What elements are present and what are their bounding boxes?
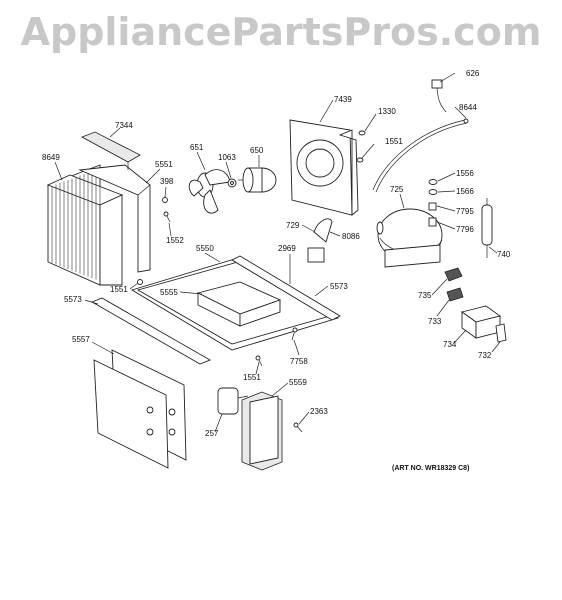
callouts: 626 8644 7439 1330 1551 7344 8649 5551 6… (42, 69, 511, 438)
grommet-7796[interactable] (428, 217, 437, 227)
fan-blade[interactable] (188, 169, 231, 214)
bracket-729[interactable] (313, 218, 333, 243)
callout-257: 257 (205, 429, 219, 438)
terminal-735[interactable] (444, 267, 463, 282)
clip-732[interactable] (495, 323, 507, 343)
leader-lines (54, 72, 501, 433)
callout-725: 725 (390, 185, 404, 194)
condenser-coil[interactable] (46, 164, 124, 286)
callout-398: 398 (160, 177, 174, 186)
front-panel[interactable] (93, 349, 187, 469)
callout-1551: 1551 (243, 373, 261, 382)
callout-5551: 5551 (155, 160, 173, 169)
callout-1551: 1551 (385, 137, 403, 146)
callout-2363: 2363 (310, 407, 328, 416)
screw-2363[interactable] (293, 422, 303, 433)
callout-1063: 1063 (218, 153, 236, 162)
grommet-1566[interactable] (428, 189, 438, 195)
overload-protector[interactable] (431, 79, 447, 113)
rail-right[interactable] (231, 255, 341, 321)
callout-626: 626 (466, 69, 480, 78)
insulation-panel[interactable] (241, 391, 283, 471)
callout-650: 650 (250, 146, 264, 155)
callout-1551: 1551 (110, 285, 128, 294)
fan-motor[interactable] (238, 167, 277, 193)
callout-732: 732 (478, 351, 492, 360)
foam-strip[interactable] (81, 131, 141, 170)
drier[interactable] (481, 198, 493, 258)
terminal-733[interactable] (446, 287, 464, 302)
callout-1330: 1330 (378, 107, 396, 116)
drain-tray[interactable] (196, 281, 282, 327)
callout-1552: 1552 (166, 236, 184, 245)
screw-1551-top[interactable] (356, 157, 364, 163)
screw-7758[interactable] (291, 327, 298, 341)
capacitor-257[interactable] (217, 387, 249, 415)
callout-8086: 8086 (342, 232, 360, 241)
fan-shroud[interactable] (289, 119, 359, 216)
nut-washer[interactable] (227, 178, 237, 188)
grommet-7795[interactable] (428, 202, 437, 211)
callout-5550: 5550 (196, 244, 214, 253)
relay-box-734[interactable] (460, 305, 502, 339)
callout-8649: 8649 (42, 153, 60, 162)
screw-1551-lower[interactable] (255, 355, 263, 367)
callout-651: 651 (190, 143, 204, 152)
art-number: (ART NO. WR18329 C8) (392, 465, 469, 472)
callout-5573: 5573 (64, 295, 82, 304)
shroud-bracket[interactable] (78, 164, 151, 273)
callout-7796: 7796 (456, 225, 474, 234)
callout-5559: 5559 (289, 378, 307, 387)
callout-7758: 7758 (290, 357, 308, 366)
screw-1330[interactable] (358, 130, 366, 136)
callout-1556: 1556 (456, 169, 474, 178)
callout-7344: 7344 (115, 121, 133, 130)
callout-740: 740 (497, 250, 511, 259)
capacitor-2969[interactable] (307, 247, 325, 263)
callout-5555: 5555 (160, 288, 178, 297)
callout-733: 733 (428, 317, 442, 326)
callout-735: 735 (418, 291, 432, 300)
tubing[interactable] (372, 118, 469, 193)
callout-2969: 2969 (278, 244, 296, 253)
callout-5573: 5573 (330, 282, 348, 291)
callout-734: 734 (443, 340, 457, 349)
rail-left[interactable] (90, 297, 212, 365)
callout-8644: 8644 (459, 103, 477, 112)
callout-5557: 5557 (72, 335, 90, 344)
callout-1566: 1566 (456, 187, 474, 196)
screw-398[interactable] (162, 197, 168, 203)
grommet-1556[interactable] (428, 179, 438, 185)
watermark-logo: AppliancePartsPros.com (20, 10, 542, 54)
callout-7439: 7439 (334, 95, 352, 104)
callout-7795: 7795 (456, 207, 474, 216)
compressor[interactable] (376, 208, 443, 268)
screw-1551-pan[interactable] (137, 279, 143, 285)
screw-1552[interactable] (163, 211, 171, 223)
callout-729: 729 (286, 221, 300, 230)
